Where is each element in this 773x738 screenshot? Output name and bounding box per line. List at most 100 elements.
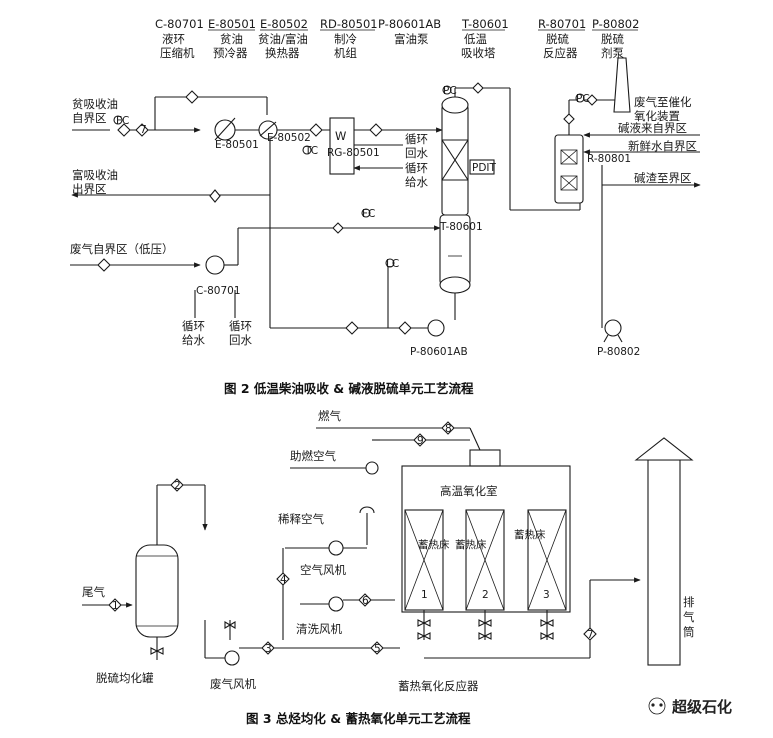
tag-p80802: P-80802 — [597, 346, 640, 358]
stream-circ-supply-1-b: 给水 — [405, 175, 428, 189]
label-stack-2: 气 — [683, 610, 695, 624]
desulf-homogenizing-tank — [135, 544, 179, 638]
bed-2: 蓄热床 2 — [455, 509, 505, 611]
tag-r80801: R-80801 — [587, 153, 631, 165]
label-tail-gas: 尾气 — [82, 585, 105, 599]
tag-p80601ab: P-80601AB — [410, 346, 468, 358]
name-e80502-1: 贫油/富油 — [258, 32, 308, 46]
name-c80701-1: 液环 — [162, 32, 185, 46]
stream-circ-supply-2-b: 给水 — [182, 333, 205, 347]
stream-rich-out-1: 富吸收油 — [72, 168, 118, 182]
stream-to-catalytic-1: 废气至催化 — [634, 95, 692, 109]
name-e80501-2: 预冷器 — [213, 46, 248, 60]
label-desulf-tank: 脱硫均化罐 — [96, 671, 154, 685]
tag-e80501: E-80501 — [215, 139, 259, 151]
stream-rich-out-2: 出界区 — [72, 182, 107, 196]
code-p80802: P-80802 — [592, 17, 639, 31]
code-c80701: C-80701 — [155, 17, 204, 31]
name-rd80501-2: 机组 — [334, 46, 357, 60]
name-r80701-2: 反应器 — [543, 46, 578, 60]
label-air-fan: 空气风机 — [300, 563, 346, 577]
code-rd80501: RD-80501 — [320, 17, 378, 31]
name-p80601ab: 富油泵 — [394, 32, 429, 46]
tag-rg80501: RG-80501 — [327, 147, 380, 159]
label-waste-fan: 废气风机 — [210, 677, 256, 691]
stream-circ-supply-2-a: 循环 — [182, 319, 205, 333]
tag-pdit: PDIT — [472, 162, 497, 174]
stream-circ-return-1-a: 循环 — [405, 132, 428, 146]
label-stack-1: 排 — [683, 595, 695, 609]
name-r80701-1: 脱硫 — [546, 32, 569, 46]
rto-reactor — [401, 465, 571, 613]
name-p80802-2: 剂泵 — [601, 46, 624, 60]
bed-2-number: 2 — [482, 589, 489, 601]
label-comb-air: 助燃空气 — [290, 449, 336, 463]
f3-diamond-6: 6 — [362, 595, 369, 607]
rg80501-box — [329, 117, 355, 175]
tag-lc: LC — [386, 258, 399, 270]
waste-gas-fan — [224, 650, 240, 666]
tag-e80502: E-80502 — [267, 132, 311, 144]
tag-pc-1: PC — [443, 85, 457, 97]
f3-diamond-4: 4 — [280, 574, 287, 586]
vent-stack — [613, 57, 631, 113]
pump-p80802 — [604, 319, 622, 337]
burner — [469, 449, 501, 467]
name-t80601-1: 低温 — [464, 32, 487, 46]
tag-tc-1: TC — [304, 145, 318, 157]
f3-diamond-3: 3 — [265, 643, 272, 655]
figure-3-caption: 图 3 总烃均化 & 蓄热氧化单元工艺流程 — [246, 711, 471, 726]
tag-fc-2: FC — [362, 208, 375, 220]
code-t80601: T-80601 — [461, 17, 509, 31]
bed-1-number: 1 — [421, 589, 428, 601]
tag-fc-1: FC — [116, 115, 129, 127]
bed-1: 蓄热床 1 — [404, 509, 450, 611]
label-stack-3: 筒 — [683, 625, 695, 639]
compressor-c80701 — [205, 255, 225, 275]
reactor-r80801 — [554, 134, 584, 204]
name-t80601-2: 吸收塔 — [461, 46, 496, 60]
exhaust-stack — [647, 459, 681, 666]
stream-alkali-slag-out: 碱渣至界区 — [634, 171, 692, 185]
name-e80502-2: 换热器 — [265, 46, 300, 60]
f3-diamond-1: 1 — [112, 600, 119, 612]
comb-air-fan — [365, 461, 379, 475]
rg80501-w: W — [335, 129, 346, 143]
f3-diamond-2: 2 — [174, 480, 181, 492]
label-fuel-gas: 燃气 — [318, 409, 341, 423]
name-e80501-1: 贫油 — [220, 32, 243, 46]
pump-p80601ab — [427, 319, 445, 337]
purge-fan — [328, 596, 344, 612]
tag-c80701: C-80701 — [196, 285, 241, 297]
stream-lean-in-2: 自界区 — [72, 111, 107, 125]
f3-diamond-7: 7 — [587, 629, 594, 641]
bed-3-number: 3 — [543, 589, 550, 601]
label-dilution-air: 稀释空气 — [278, 512, 324, 526]
stream-circ-return-1-b: 回水 — [405, 146, 428, 160]
f3-diamond-5: 5 — [374, 643, 381, 655]
stream-circ-supply-1-a: 循环 — [405, 161, 428, 175]
name-rd80501-1: 制冷 — [334, 32, 357, 46]
stream-lean-in-1: 贫吸收油 — [72, 97, 118, 111]
f3-diamond-9: 9 — [417, 435, 424, 447]
stream-fresh-water-in: 新鲜水自界区 — [628, 139, 697, 153]
code-r80701: R-80701 — [538, 17, 586, 31]
bed-1-label: 蓄热床 — [418, 538, 450, 551]
label-purge-fan: 清洗风机 — [296, 622, 342, 636]
bed-3-label: 蓄热床 — [514, 528, 546, 541]
code-p80601ab: P-80601AB — [378, 17, 441, 31]
f3-diamond-8: 8 — [445, 423, 452, 435]
code-e80501: E-80501 — [208, 17, 256, 31]
watermark-text: 超级石化 — [671, 698, 732, 716]
tag-pc-2: PC — [576, 93, 590, 105]
dilution-air-fan — [328, 540, 344, 556]
stream-alkali-in: 碱液来自界区 — [618, 121, 687, 135]
diamond-f2-7: 7 — [140, 124, 147, 136]
bed-valves — [417, 610, 554, 640]
code-e80502: E-80502 — [260, 17, 308, 31]
stream-circ-return-2-a: 循环 — [229, 319, 252, 333]
tag-t80601: T-80601 — [439, 221, 483, 233]
name-p80802-1: 脱硫 — [601, 32, 624, 46]
watermark: 超级石化 — [648, 697, 732, 716]
